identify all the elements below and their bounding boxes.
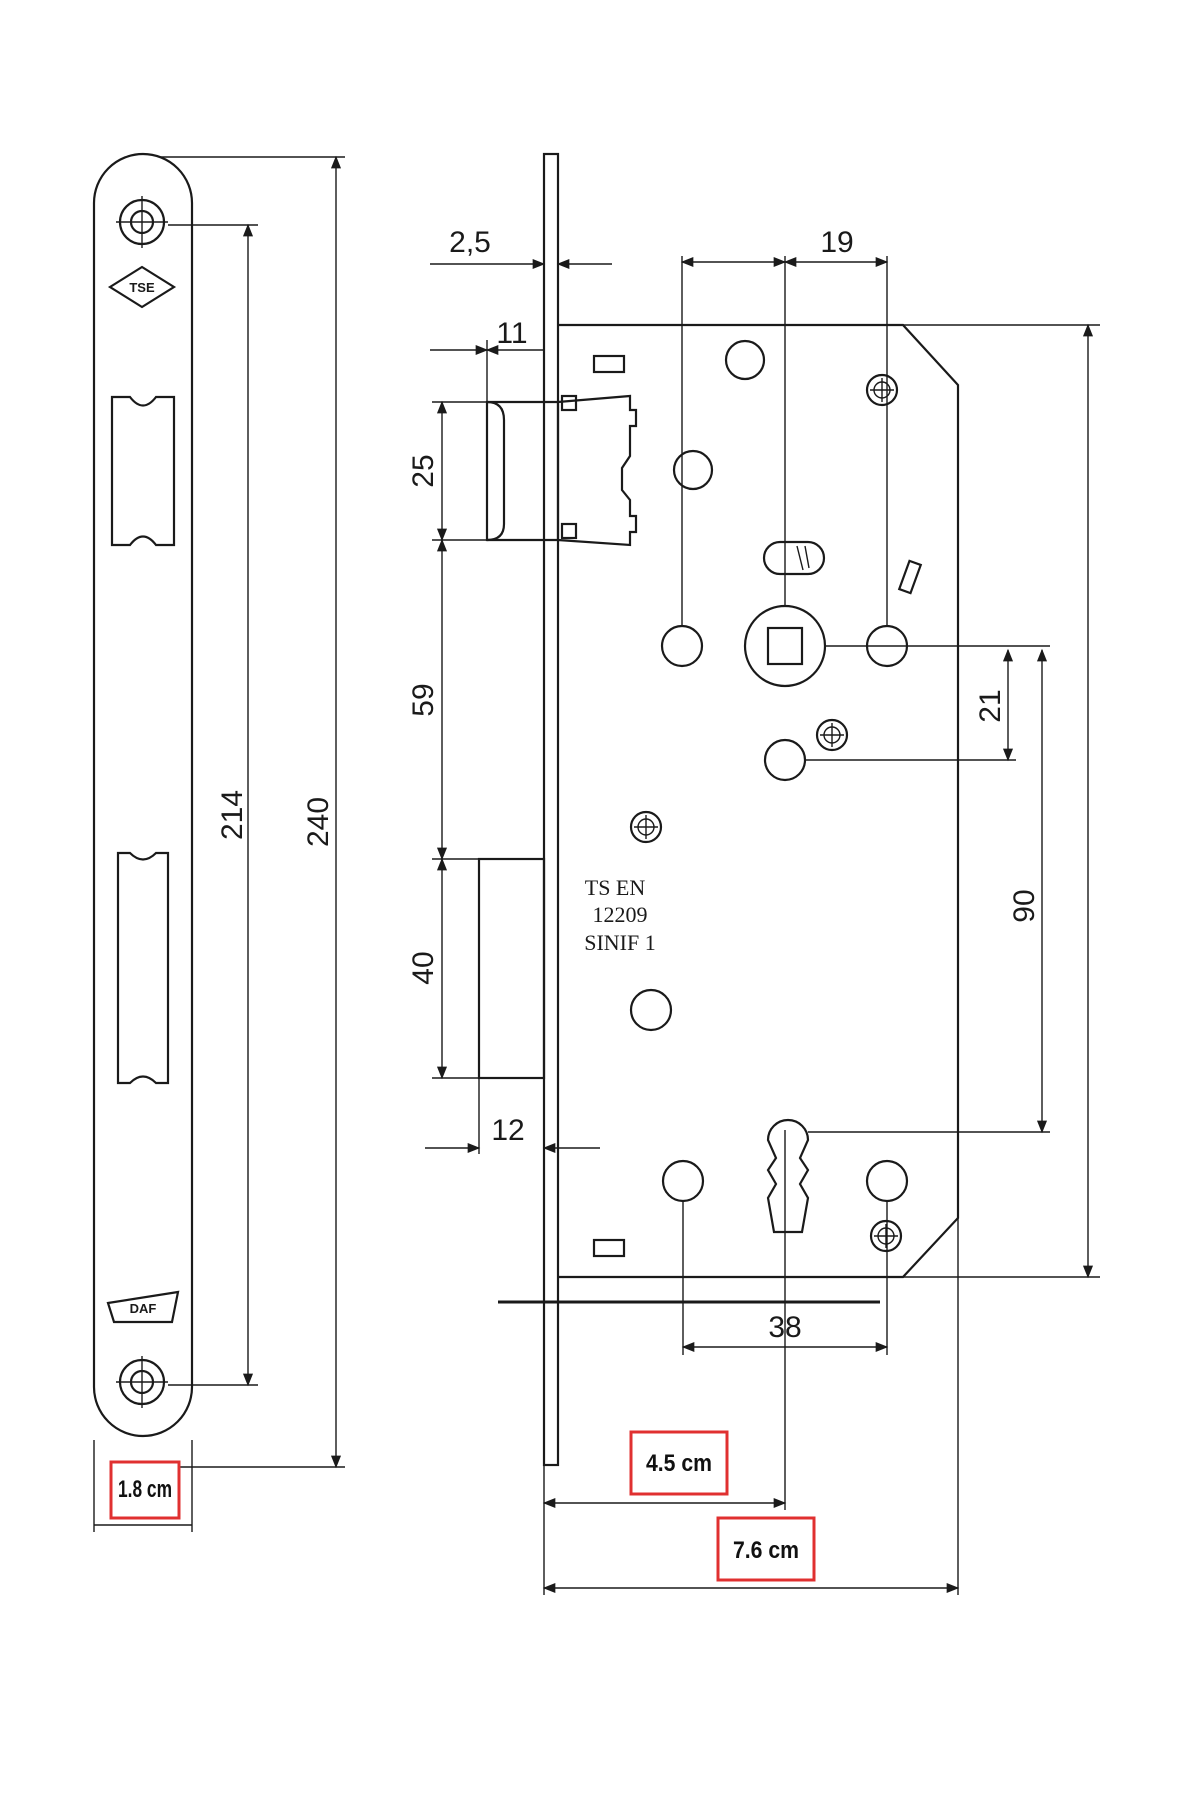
hole-key-right: [865, 1159, 909, 1203]
hole-follower-left: [660, 624, 704, 668]
lock-dimensions: 2,5 11 19 25 59 40 12 21: [407, 226, 1100, 1595]
tse-logo-text: TSE: [129, 280, 155, 295]
screw-lever: [815, 718, 849, 752]
dim-label-40: 40: [407, 951, 440, 984]
hole-upper: [672, 449, 714, 491]
lock-case-outline: [558, 323, 960, 1279]
bolt-window: [116, 851, 170, 1085]
follower-square: [766, 626, 804, 666]
follower-slot: [762, 540, 826, 576]
faceplate-width-label: 1.8 cm: [118, 1476, 172, 1503]
standard-text-line1: TS EN: [585, 875, 646, 900]
follower-hub: [743, 604, 827, 688]
dim-label-11: 11: [496, 317, 527, 350]
top-slot: [592, 354, 626, 374]
screw-bottom-right: [869, 1219, 903, 1253]
backset-label: 4.5 cm: [646, 1450, 712, 1477]
dim-label-12: 12: [491, 1114, 524, 1147]
dim-label-214: 214: [216, 790, 249, 840]
lock-body: TS EN 12209 SINIF 1: [477, 152, 960, 1467]
faceplate-width-box: [109, 1460, 181, 1520]
keyhole: [766, 1118, 810, 1234]
faceplate-outline: [92, 152, 194, 1438]
dim-label-90: 90: [1008, 889, 1041, 922]
tse-logo: TSE: [107, 265, 177, 309]
case-depth-label: 7.6 cm: [733, 1537, 799, 1564]
screw-top-right: [865, 373, 899, 407]
hole-key-left: [661, 1159, 705, 1203]
dim-label-240: 240: [302, 797, 335, 847]
daf-logo-text: DAF: [130, 1301, 157, 1316]
dim-label-59: 59: [407, 683, 440, 716]
hole-mid: [629, 988, 673, 1032]
angled-slot: [897, 559, 923, 595]
dim-label-19: 19: [820, 226, 853, 259]
bottom-slot: [592, 1238, 626, 1258]
standard-text-line2: 12209: [593, 902, 648, 927]
standard-text-line3: SINIF 1: [584, 930, 656, 955]
hole-lever: [763, 738, 807, 782]
backset-box: [629, 1430, 729, 1496]
daf-logo: DAF: [106, 1290, 180, 1324]
faceplate-dimensions: 214 240 1.8 cm: [93, 155, 345, 1532]
faceplate: TSE DAF: [92, 152, 194, 1438]
latch-tail: [557, 394, 638, 547]
dim-label-2-5: 2,5: [449, 226, 491, 259]
screw-left: [629, 810, 663, 844]
hole-top: [724, 339, 766, 381]
front-plate: [542, 152, 560, 1467]
latch-window: [110, 395, 176, 547]
case-depth-box: [716, 1516, 816, 1582]
dim-label-25: 25: [407, 454, 440, 487]
latch-front: [485, 400, 560, 542]
deadbolt: [477, 857, 546, 1080]
dim-label-21: 21: [974, 689, 1007, 722]
